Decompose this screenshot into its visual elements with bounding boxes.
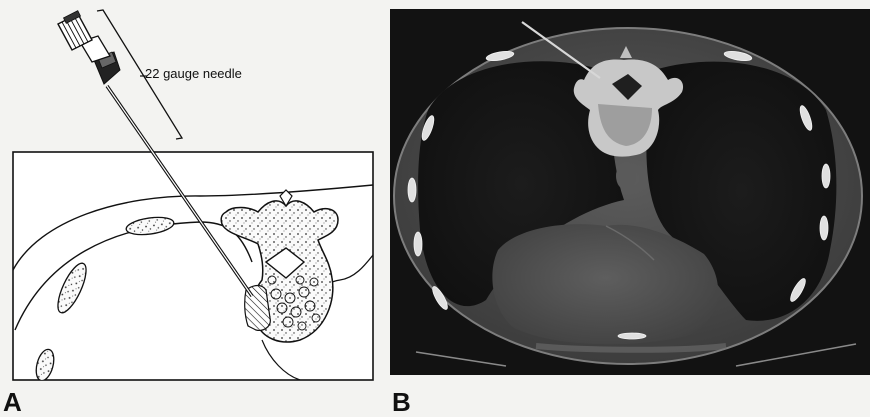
needle-label: 22 gauge needle xyxy=(145,66,242,81)
aorta xyxy=(616,162,636,190)
panel-a-needle-illustration xyxy=(0,0,385,417)
panel-a-letter: A xyxy=(3,389,22,415)
panel-b-ct-scan xyxy=(386,0,870,417)
panel-b-letter: B xyxy=(392,389,411,415)
